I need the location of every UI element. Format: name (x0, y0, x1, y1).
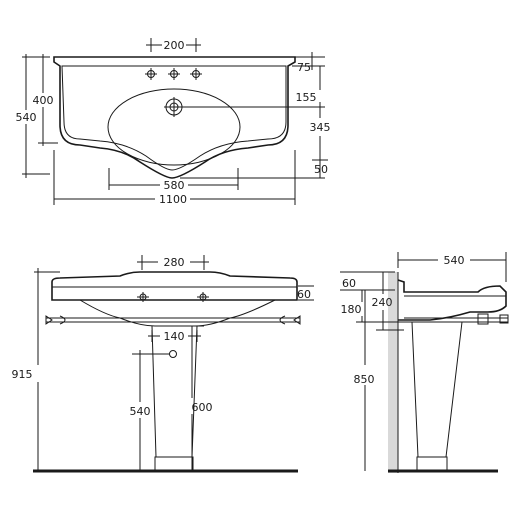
dim-pedestal-height: 600 (192, 401, 213, 414)
dim-tap-spacing: 200 (164, 39, 185, 52)
tap-hole-right (190, 68, 202, 80)
bowl-outline (107, 88, 241, 166)
dim-front-rim-height: 60 (297, 288, 311, 301)
basin-top-outline (53, 56, 296, 179)
dim-side-depth: 540 (444, 254, 465, 267)
dim-front-lip: 50 (314, 163, 328, 176)
tap-hole-center (168, 68, 180, 80)
side-pedestal (411, 321, 463, 458)
top-view: 200 540 400 75 155 345 50 580 (16, 38, 331, 206)
front-towel-rail (45, 315, 301, 325)
dim-side-basin-height: 850 (354, 373, 375, 386)
dim-front-width: 580 (164, 179, 185, 192)
dim-depth-total: 540 (16, 111, 37, 124)
side-view: 540 60 180 240 850 (340, 252, 509, 473)
dim-front-top-width: 280 (164, 256, 185, 269)
side-towel-rail (404, 313, 509, 325)
front-basin-underside (79, 299, 276, 319)
dim-pedestal-width: 140 (164, 330, 185, 343)
dim-total-width: 1100 (159, 193, 187, 206)
dim-drain-height: 540 (130, 405, 151, 418)
tap-hole-left (145, 68, 157, 80)
dim-front-depth: 345 (310, 121, 331, 134)
front-pedestal (151, 325, 198, 458)
front-pedestal-base (154, 456, 194, 471)
basin-inner-rim (61, 65, 287, 171)
front-basin-top (51, 271, 298, 301)
dim-side-top-rim: 60 (342, 277, 356, 290)
front-tap-left (137, 292, 149, 302)
front-waste-hole (169, 350, 177, 358)
dim-depth-bowl: 400 (33, 94, 54, 107)
side-pedestal-base (416, 456, 448, 471)
dim-rim-back: 75 (297, 61, 311, 74)
dim-side-rail-height: 180 (341, 303, 362, 316)
dim-drain-offset: 155 (296, 91, 317, 104)
side-wall (388, 272, 398, 473)
dim-total-height: 915 (12, 368, 33, 381)
front-tap-right (197, 292, 209, 302)
side-basin (397, 279, 507, 321)
dim-side-back-height: 240 (372, 296, 393, 309)
front-view: 280 60 140 915 540 600 (12, 255, 314, 473)
